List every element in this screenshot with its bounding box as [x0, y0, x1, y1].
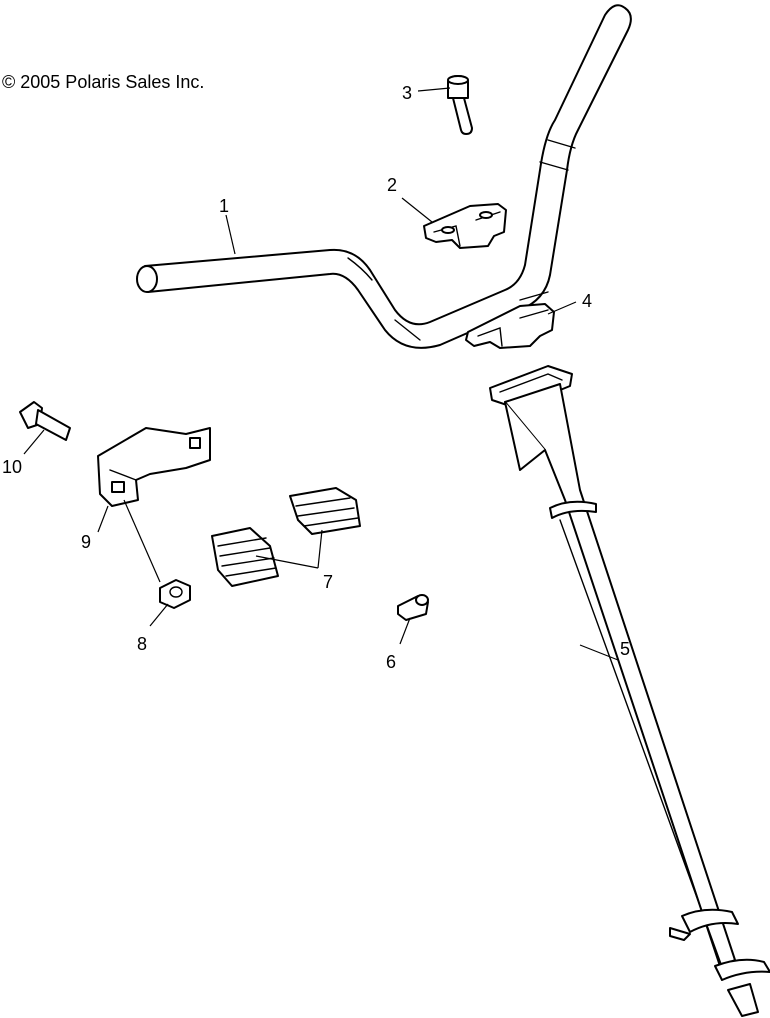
- callout-4: 4: [582, 291, 592, 311]
- carriage-bolt-part: [19, 401, 71, 441]
- grease-fitting-part: [397, 594, 429, 621]
- callout-2: 2: [387, 175, 397, 195]
- bushing-part-left: [211, 527, 279, 587]
- upper-handlebar-clamp-part: [423, 203, 507, 249]
- callout-leader-lines: [23, 87, 619, 661]
- bushing-part-right: [289, 487, 361, 535]
- copyright-notice: © 2005 Polaris Sales Inc.: [2, 72, 205, 92]
- lower-handlebar-clamp-part: [465, 303, 555, 349]
- callout-3: 3: [402, 83, 412, 103]
- callout-7: 7: [323, 572, 333, 592]
- mounting-bracket-part: [97, 427, 211, 507]
- flange-nut-part: [159, 579, 191, 609]
- callout-9: 9: [81, 532, 91, 552]
- callout-1: 1: [219, 196, 229, 216]
- clamp-bolt-part: [447, 75, 473, 135]
- callout-10: 10: [2, 457, 22, 477]
- callout-8: 8: [137, 634, 147, 654]
- handlebar-part: [136, 4, 632, 349]
- callout-5: 5: [620, 639, 630, 659]
- steering-post-part: [489, 365, 770, 1017]
- callout-6: 6: [386, 652, 396, 672]
